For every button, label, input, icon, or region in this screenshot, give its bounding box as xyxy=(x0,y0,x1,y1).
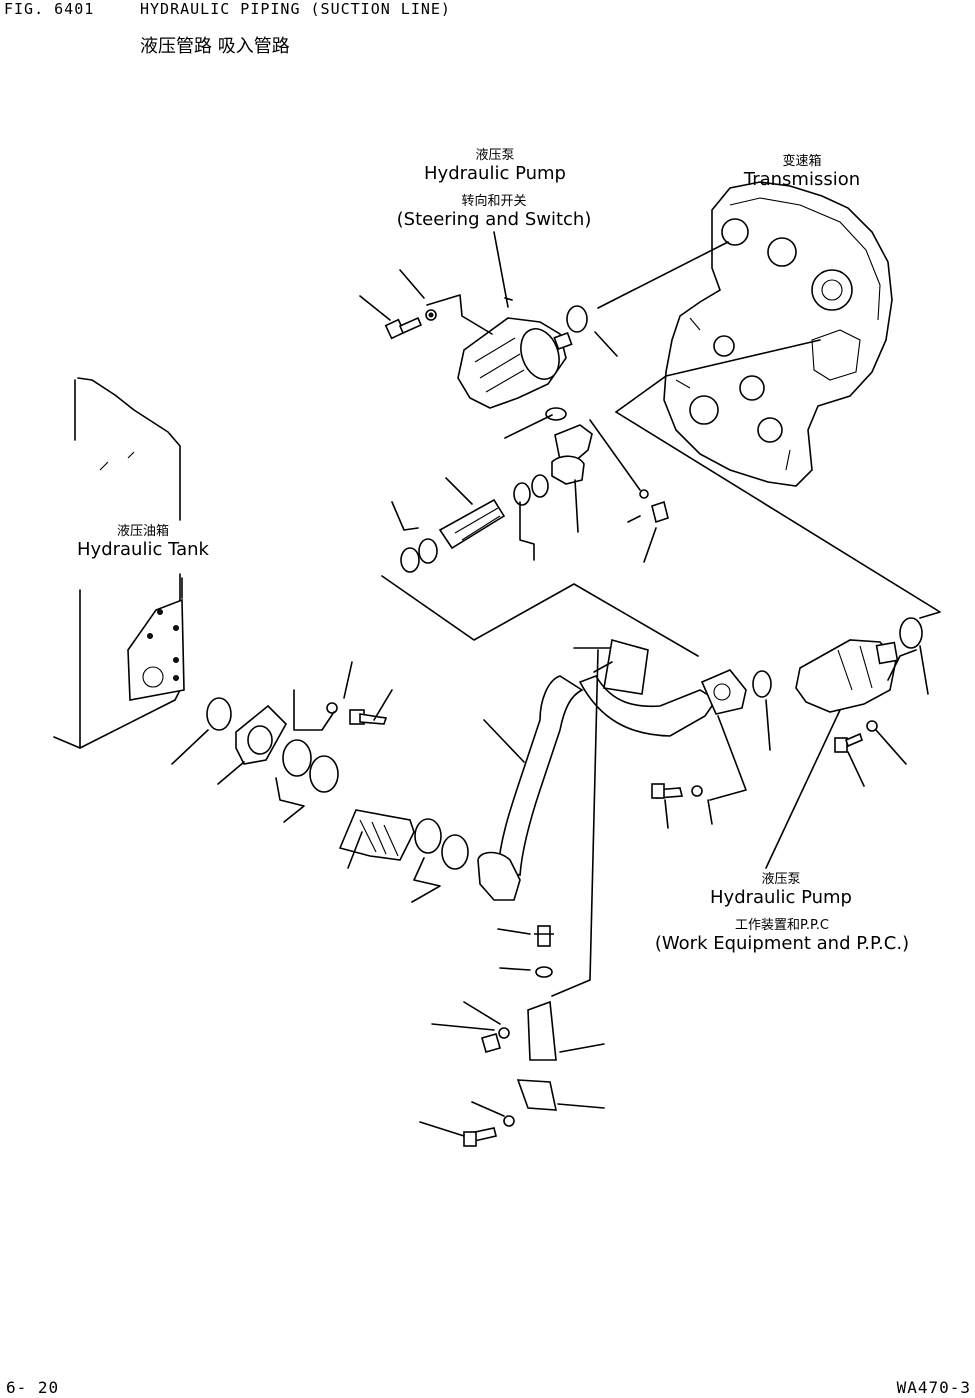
label-pump-work-sub-en: (Work Equipment and P.P.C.) xyxy=(654,933,910,954)
o-ring-transmission xyxy=(566,305,588,333)
bracket-assembly xyxy=(463,925,558,1147)
leader-lines xyxy=(53,231,941,1137)
label-pump-work-sub-cn: 工作装置和P.P.C xyxy=(735,918,829,933)
label-pump-steering: 液压泵 Hydraulic Pump xyxy=(400,144,590,184)
label-pump-work-sub: 工作装置和P.P.C (Work Equipment and P.P.C.) xyxy=(632,914,932,954)
suction-hose-upper xyxy=(400,424,669,573)
model-code: WA470-3 xyxy=(896,1378,971,1397)
label-transmission-en: Transmission xyxy=(743,169,861,190)
suction-hose-lower xyxy=(206,697,469,870)
pump-mount-bolt xyxy=(384,309,437,340)
page-number: 6- 20 xyxy=(6,1378,60,1397)
label-pump-steering-cn: 液压泵 xyxy=(475,148,515,163)
label-tank: 液压油箱 Hydraulic Tank xyxy=(60,520,226,560)
label-pump-work-en: Hydraulic Pump xyxy=(710,887,852,908)
figure-number: FIG. 6401 xyxy=(4,0,95,18)
hydraulic-tank xyxy=(74,377,185,749)
pipe-bolt-1 xyxy=(651,783,703,799)
flange-bolt xyxy=(326,702,388,725)
label-pump-work-cn: 液压泵 xyxy=(761,872,801,887)
label-pump-steering-sub: 转向和开关 (Steering and Switch) xyxy=(378,190,610,230)
label-pump-work: 液压泵 Hydraulic Pump xyxy=(686,868,876,908)
figure-title: HYDRAULIC PIPING (SUCTION LINE) xyxy=(140,0,451,18)
o-ring-pump-outlet xyxy=(545,407,567,421)
work-equipment-pump xyxy=(795,639,899,713)
label-pump-steering-sub-cn: 转向和开关 xyxy=(461,194,527,209)
o-ring-work-pump-rear xyxy=(899,617,923,649)
steering-pump xyxy=(457,317,573,409)
work-pump-bolt xyxy=(834,720,878,753)
o-ring-work-pump xyxy=(752,670,772,698)
label-tank-cn: 液压油箱 xyxy=(116,524,169,539)
label-tank-en: Hydraulic Tank xyxy=(77,539,209,560)
label-transmission: 变速箱 Transmission xyxy=(722,150,882,190)
figure-title-cn: 液压管路 吸入管路 xyxy=(140,36,290,57)
suction-pipe xyxy=(477,638,747,901)
label-transmission-cn: 变速箱 xyxy=(782,154,822,169)
transmission-housing xyxy=(663,181,893,487)
label-pump-steering-en: Hydraulic Pump xyxy=(424,163,566,184)
label-pump-steering-sub-en: (Steering and Switch) xyxy=(396,209,592,230)
